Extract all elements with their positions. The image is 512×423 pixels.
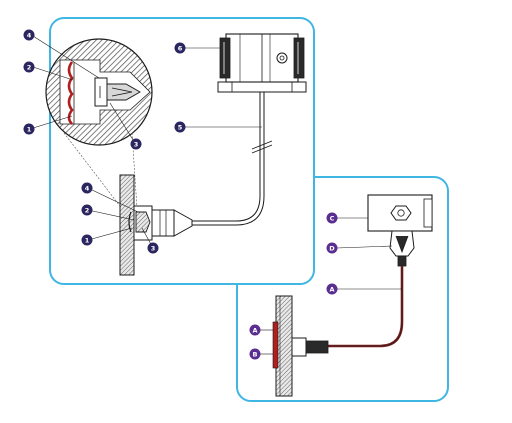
callout-1-detail: 1 (23, 123, 35, 135)
callout-a-diaphragm: A (249, 324, 261, 336)
leader-lines-panel1 (32, 35, 262, 249)
callout-4-detail: 4 (23, 29, 35, 41)
callout-2-detail: 2 (23, 61, 35, 73)
svg-text:1: 1 (85, 237, 90, 245)
svg-text:A: A (252, 327, 257, 335)
callout-5-capillary: 5 (174, 121, 186, 133)
svg-text:2: 2 (85, 207, 90, 215)
seal-adapter-panel1 (151, 209, 193, 237)
diaphragm-wave (67, 61, 74, 125)
callout-c-transmitter: C (326, 212, 338, 224)
svg-text:D: D (329, 245, 335, 253)
svg-text:C: C (330, 215, 335, 223)
capillary-panel1 (192, 90, 273, 226)
callout-a-capillary: A (326, 283, 338, 295)
callout-4-flange: 4 (81, 182, 93, 194)
svg-text:4: 4 (27, 32, 32, 40)
transmitter-adapter-panel2 (389, 230, 415, 267)
svg-text:6: 6 (178, 45, 183, 53)
svg-text:3: 3 (151, 245, 156, 253)
magnified-seal-detail (45, 38, 153, 146)
svg-text:4: 4 (85, 185, 90, 193)
transmitter-housing-panel2 (367, 194, 433, 232)
svg-text:2: 2 (27, 64, 32, 72)
svg-text:B: B (253, 351, 258, 359)
callout-3-detail: 3 (130, 138, 142, 150)
process-flange-panel1 (119, 174, 153, 276)
callout-1-flange: 1 (81, 234, 93, 246)
process-flange-panel2 (272, 295, 329, 397)
svg-text:1: 1 (27, 126, 32, 134)
svg-text:A: A (329, 286, 334, 294)
svg-text:3: 3 (134, 141, 139, 149)
callout-3-flange: 3 (147, 242, 159, 254)
callout-b-flange: B (249, 348, 261, 360)
magnify-line-lower (63, 132, 127, 215)
callout-d-adapter: D (326, 242, 338, 254)
callout-2-flange: 2 (81, 204, 93, 216)
capillary-panel2 (328, 266, 404, 348)
leader-lines-panel2 (260, 217, 402, 355)
callout-6-transmitter: 6 (174, 42, 186, 54)
svg-text:5: 5 (178, 124, 183, 132)
transmitter-housing-panel1 (217, 33, 307, 93)
